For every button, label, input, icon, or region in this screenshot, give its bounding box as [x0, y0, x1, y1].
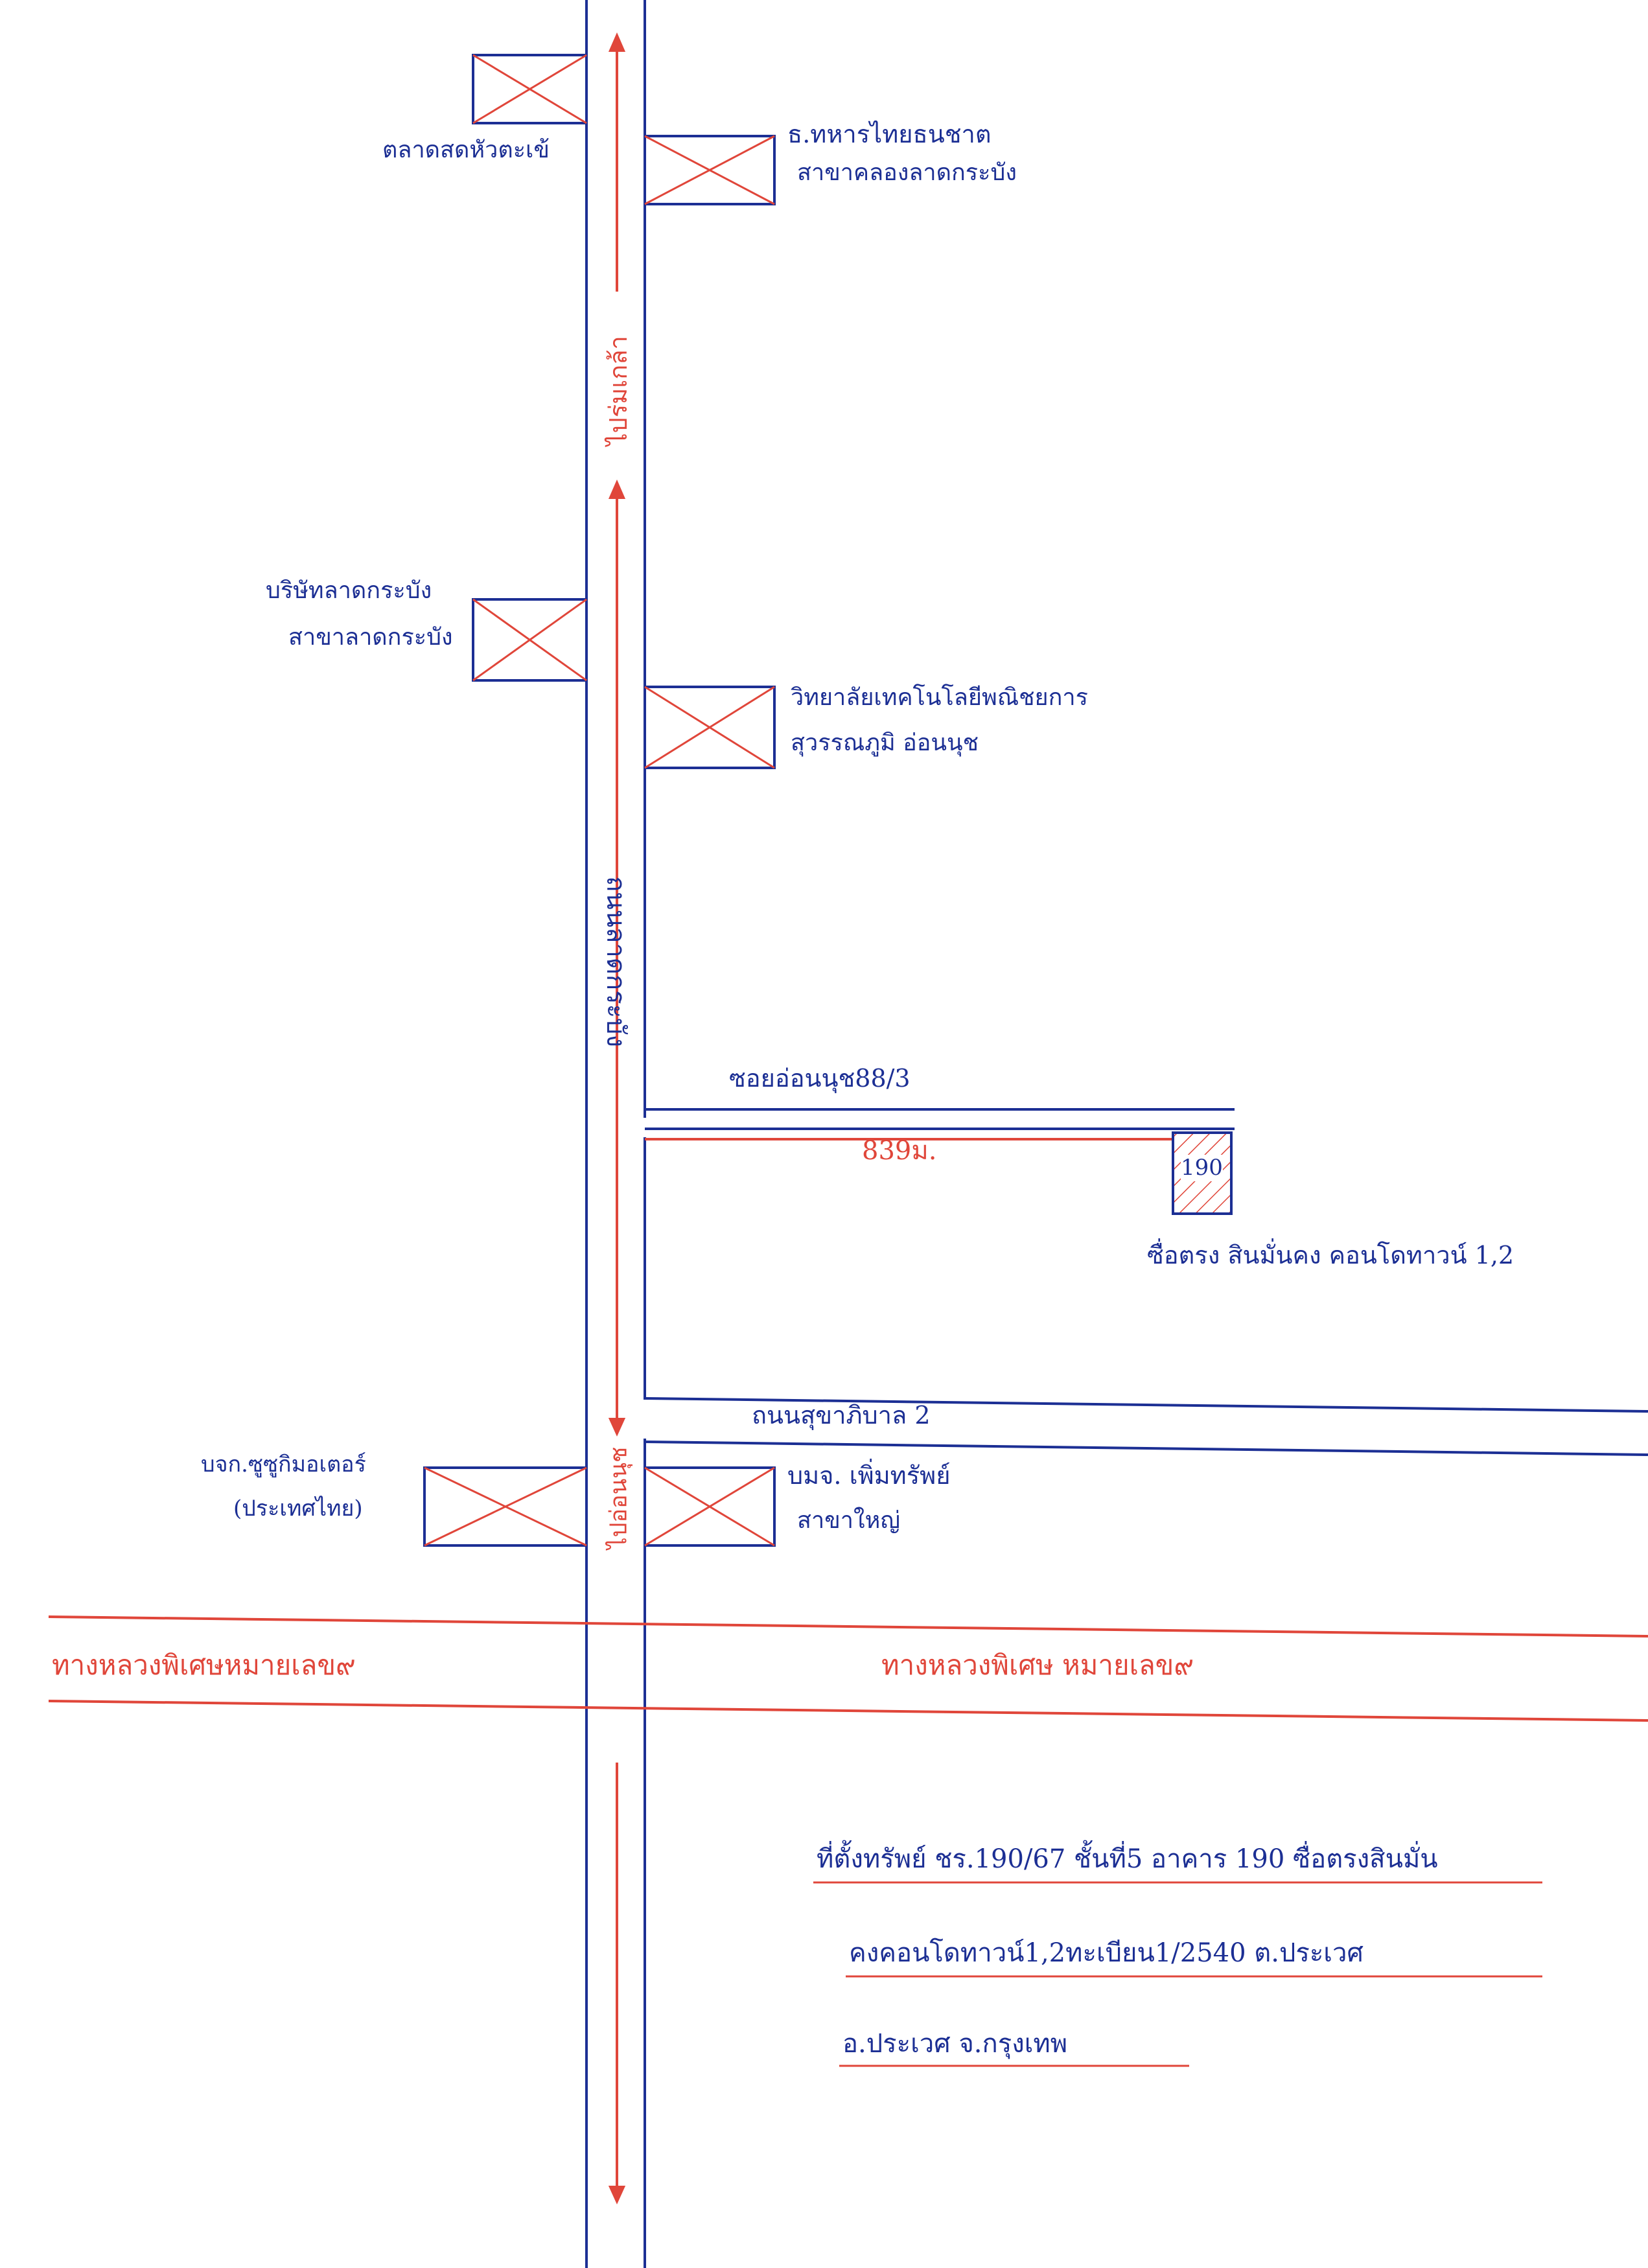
sukhaphiban-road	[644, 1397, 1648, 1456]
landmark-bank-box	[644, 135, 776, 205]
label-company-line1: บริษัทลาดกระบัง	[266, 577, 432, 604]
landmark-college-box	[644, 686, 776, 769]
label-distance: 839ม.	[862, 1136, 937, 1166]
label-expressway-right: ทางหลวงพิเศษ หมายเลข๙	[881, 1649, 1194, 1681]
label-bank-line2: สาขาคลองลาดกระบัง	[797, 159, 1017, 186]
label-motor-line2: (ประเทศไทย)	[233, 1496, 363, 1522]
label-market: ตลาดสดหัวตะเข้	[382, 137, 550, 163]
address-line-1: ที่ตั้งทรัพย์ ชร.190/67 ชั้นที่5 อาคาร 1…	[817, 1844, 1438, 1874]
label-pmc-line2: สาขาใหญ่	[797, 1507, 900, 1534]
landmark-pmc-box	[644, 1466, 776, 1547]
direction-arrows	[608, 32, 626, 2204]
label-target-number: 190	[1181, 1155, 1223, 1181]
label-main-road: ถนนลาดกระบัง	[601, 876, 631, 1047]
label-soi: ซอยอ่อนนุช88/3	[729, 1064, 911, 1093]
label-college-line2: สุวรรณภูมิ อ่อนนุช	[791, 730, 979, 756]
landmark-motor-box	[423, 1466, 588, 1547]
label-sukhaphiban: ถนนสุขาภิบาล 2	[752, 1401, 931, 1429]
address-line-2: คงคอนโดทาวน์1,2ทะเบียน1/2540 ต.ประเวศ	[849, 1938, 1364, 1968]
label-motor-line1: บจก.ซูซูกิมอเตอร์	[201, 1452, 366, 1477]
address-line-3: อ.ประเวศ จ.กรุงเทพ	[842, 2029, 1068, 2059]
label-expressway-left: ทางหลวงพิเศษหมายเลข๙	[52, 1649, 356, 1681]
label-company-line2: สาขาลาดกระบัง	[288, 624, 453, 651]
label-college-line1: วิทยาลัยเทคโนโลยีพณิชยการ	[791, 684, 1088, 711]
expressway	[48, 1615, 1648, 1722]
label-bank-line1: ธ.ทหารไทยธนชาต	[787, 120, 992, 148]
landmark-market-box	[472, 54, 588, 124]
label-pmc-line1: บมจ. เพิ่มทรัพย์	[787, 1461, 951, 1490]
label-to-south: ไปอ่อนนุช	[605, 1446, 633, 1549]
address-underlines	[813, 1881, 1542, 2067]
label-target-name: ซื่อตรง สินมั่นคง คอนโดทาวน์ 1,2	[1147, 1241, 1515, 1269]
soi-road	[645, 1108, 1235, 1130]
label-to-north: ไปร่มเกล้า	[604, 336, 633, 446]
landmark-company-box	[472, 598, 588, 682]
